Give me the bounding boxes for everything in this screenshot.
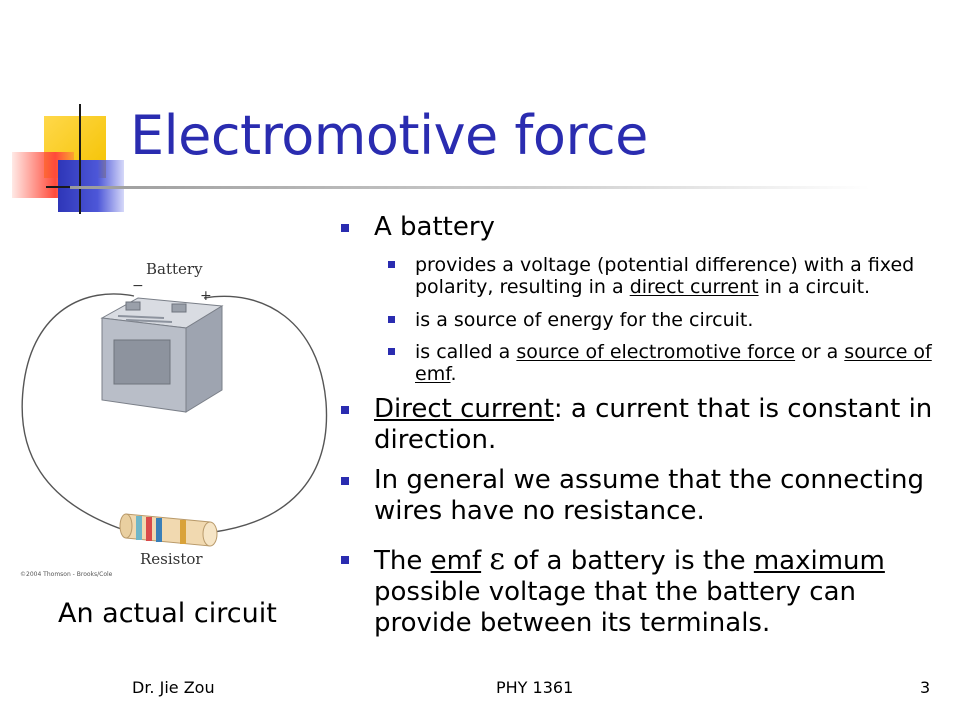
sub-bullet-called-source: is called a source of electromotive forc… [340,341,952,385]
circuit-wire-right [203,295,328,533]
sub-bullet-text: . [450,363,457,385]
sub-bullet-text: provides a voltage (potential difference… [415,254,915,298]
bullet-text: In general we assume that the connecting… [374,465,924,526]
bullet-direct-current: Direct current: a current that is consta… [340,394,952,456]
resistor-label: Resistor [140,550,203,568]
bullet-text: possible voltage that the battery can pr… [374,577,856,638]
bullet-emf-definition: The emf ε of a battery is the maximum po… [340,544,952,639]
title-underline [70,186,870,189]
bullet-connecting-wires: In general we assume that the connecting… [340,465,952,527]
battery-label: Battery [146,260,203,278]
plus-sign: + [200,288,212,304]
figure-caption: An actual circuit [58,598,277,629]
underlined-term-maximum: maximum [753,546,885,576]
minus-sign: − [132,278,144,294]
sub-bullet-text: or a [795,341,845,363]
circuit-wire [21,293,135,531]
underlined-term-direct-current: direct current [629,276,759,298]
bullet-text: The [374,546,431,576]
bullet-text: : a current that is constant in directio… [374,394,933,455]
resistor-icon [119,513,218,547]
underlined-term-source-of-emf: source of emf [415,341,932,385]
sub-bullet-provides-voltage: provides a voltage (potential difference… [340,254,952,298]
slide-title: Electromotive force [130,104,648,167]
footer-author: Dr. Jie Zou [132,678,215,697]
sub-bullet-text: is called a [415,341,517,363]
underlined-term-direct-current: Direct current [374,394,554,424]
sub-bullet-text: in a circuit. [758,276,871,298]
battery-icon [100,297,224,413]
bullet-a-battery: A battery [340,212,952,243]
sub-bullet-text: is a source of energy for the circuit. [415,309,754,331]
epsilon-symbol: ε [489,542,505,577]
underlined-term-emf: emf [430,546,482,576]
sub-bullet-source-of-energy: is a source of energy for the circuit. [340,309,952,331]
copyright-text: ©2004 Thomson - Brooks/Cole [20,571,113,578]
footer-course: PHY 1361 [496,678,574,697]
bullet-text: of a battery is the [504,546,754,576]
decoration-vertical-line [79,104,81,214]
circuit-figure: Battery − + Resistor ©2004 Thomson - Bro… [20,260,328,578]
footer-page-number: 3 [920,678,931,697]
underlined-term-source-of-electromotive-force: source of electromotive force [516,341,796,363]
bullet-text: A battery [374,212,495,242]
bullet-list: A battery provides a voltage (potential … [340,212,952,639]
